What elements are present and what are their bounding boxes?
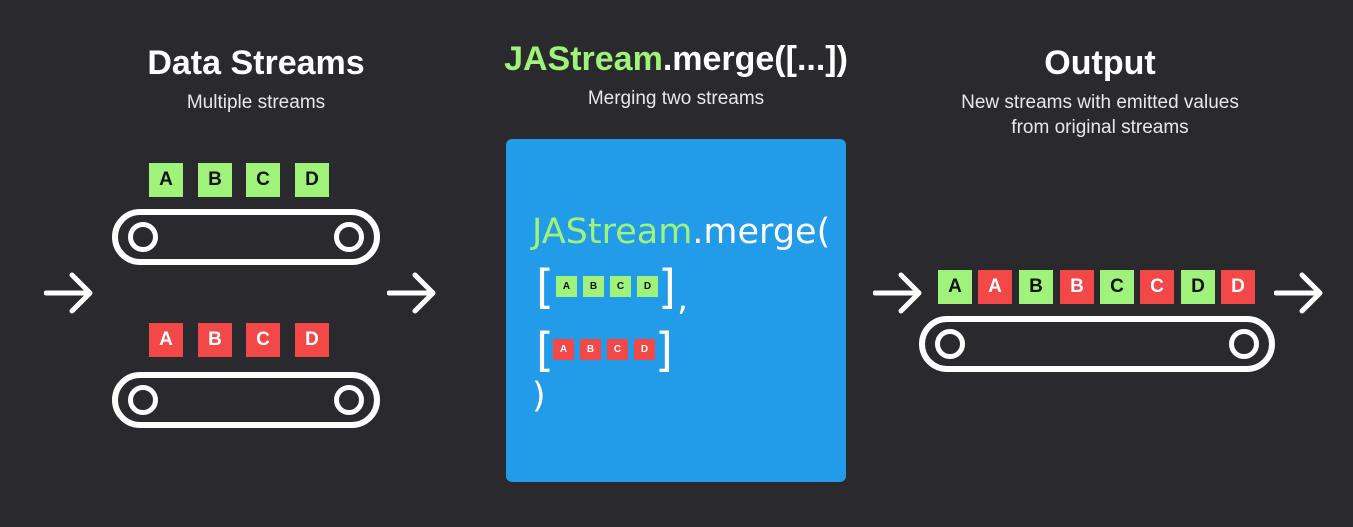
belt-wheel-icon	[334, 385, 364, 415]
array2-open-bracket: [	[536, 323, 554, 377]
output-item: B	[1019, 270, 1053, 304]
array2-item: D	[634, 339, 655, 360]
output-title: Output	[1044, 44, 1156, 82]
stream1-item: C	[246, 163, 280, 197]
arrow-right-icon	[873, 272, 922, 314]
array1-item: B	[583, 276, 604, 297]
code-comma: ,	[677, 279, 689, 319]
belt-wheel-icon	[1229, 329, 1259, 359]
merge-title-class: JAStream	[504, 40, 663, 78]
conveyor-belt-icon	[112, 372, 380, 428]
arrow-right-icon	[1274, 272, 1323, 314]
array2-item: A	[553, 339, 574, 360]
stream2-item: D	[295, 323, 329, 357]
stream2-item: B	[198, 323, 232, 357]
array2-item: C	[607, 339, 628, 360]
array1-open-bracket: [	[536, 260, 554, 314]
data-streams-subtitle: Multiple streams	[186, 92, 326, 113]
stream1-item: B	[198, 163, 232, 197]
output-item: D	[1181, 270, 1215, 304]
array2-close-bracket: ]	[655, 323, 673, 377]
belt-wheel-icon	[935, 329, 965, 359]
array2-item: B	[580, 339, 601, 360]
output-subtitle-line2: from original streams	[1011, 117, 1189, 138]
code-close-paren: )	[532, 376, 546, 416]
code-method-name: .merge(	[692, 212, 831, 252]
output-item: A	[978, 270, 1012, 304]
output-item: D	[1221, 270, 1255, 304]
arrow-right-icon	[44, 272, 93, 314]
stream2-item: A	[149, 323, 183, 357]
belt-wheel-icon	[128, 222, 158, 252]
stream1-item: A	[149, 163, 183, 197]
stream2-item: C	[246, 323, 280, 357]
belt-wheel-icon	[128, 385, 158, 415]
array1-item: A	[556, 276, 577, 297]
array1-close-bracket: ]	[658, 260, 676, 314]
arrow-right-icon	[387, 272, 436, 314]
belt-wheel-icon	[334, 222, 364, 252]
conveyor-belt-icon	[919, 316, 1275, 372]
code-panel: JAStream.merge( [ A B C D ] , [ A B C D …	[506, 139, 846, 482]
code-class-name: JAStream	[532, 212, 693, 252]
merge-subtitle: Merging two streams	[587, 88, 765, 109]
conveyor-belt-icon	[112, 209, 380, 265]
stream1-item: D	[295, 163, 329, 197]
output-item: C	[1100, 270, 1134, 304]
code-line-merge: JAStream.merge(	[532, 212, 830, 252]
output-subtitle-line1: New streams with emitted values	[961, 92, 1239, 113]
data-streams-title: Data Streams	[147, 44, 365, 82]
array1-item: D	[637, 276, 658, 297]
array1-item: C	[610, 276, 631, 297]
merge-title-method: .merge([...])	[662, 40, 848, 78]
output-item: C	[1140, 270, 1174, 304]
merge-title: JAStream.merge([...])	[476, 40, 876, 79]
output-item: B	[1060, 270, 1094, 304]
output-item: A	[938, 270, 972, 304]
